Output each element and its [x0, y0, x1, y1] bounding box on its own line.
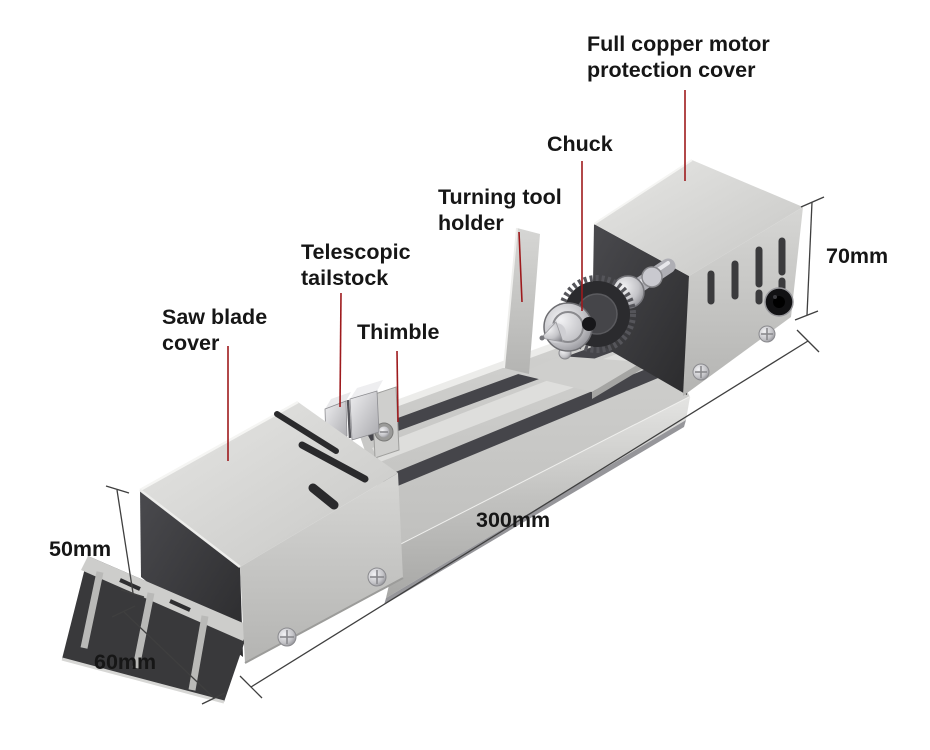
chuck	[539, 258, 676, 353]
extrusion-bottom-edge	[61, 657, 225, 704]
bed-front-face	[386, 397, 690, 598]
tailstock-gap	[346, 399, 352, 439]
tailstock-cube-small-top	[325, 392, 351, 409]
label-tool-holder-line2: holder	[438, 211, 504, 235]
label-saw-blade-cover: Saw blade cover	[162, 304, 267, 356]
label-thimble-line1: Thimble	[357, 320, 440, 344]
tool-holder-plate-edge	[503, 227, 518, 369]
thimble-bracket	[371, 386, 400, 459]
blade-slit	[308, 483, 339, 510]
cone-tip	[539, 335, 545, 341]
label-motor-cover-line1: Full copper motor	[587, 32, 770, 56]
label-tailstock-line1: Telescopic	[301, 240, 411, 264]
label-tool-holder-line1: Turning tool	[438, 185, 562, 209]
cover-screws	[277, 567, 387, 647]
tool-holder-base-plate	[518, 356, 642, 392]
cover-right-face	[240, 473, 403, 663]
label-saw-cover-line1: Saw blade	[162, 305, 268, 329]
saw-blade-cover	[61, 400, 404, 704]
power-jack	[764, 287, 794, 317]
chuck-key-hole	[582, 317, 596, 331]
label-saw-cover-line2: cover	[162, 331, 220, 355]
bed-extrusion-end	[61, 556, 250, 704]
extrusion-slot-mark	[169, 599, 191, 612]
blade-slit	[274, 411, 339, 454]
leader-thimble	[396, 350, 399, 423]
label-chuck-line1: Chuck	[547, 132, 613, 156]
bracket-plate	[371, 386, 400, 459]
label-telescopic-tailstock: Telescopic tailstock	[301, 239, 411, 291]
dim-300mm	[239, 329, 820, 699]
leader-tailstock	[339, 292, 342, 408]
drive-center-cone	[540, 321, 564, 343]
motor-top-face	[594, 160, 803, 276]
tool-holder-base-edge	[592, 362, 642, 399]
bed-bottom-shadow	[384, 420, 686, 605]
extrusion-end-dark	[62, 556, 250, 702]
saw-blade-slits	[274, 411, 369, 510]
spindle-nut	[641, 266, 663, 288]
dim-label-300mm: 300mm	[476, 508, 551, 532]
dim-label-50mm: 50mm	[49, 537, 112, 561]
tailstock-cube-large	[349, 390, 380, 441]
motor-right-face	[683, 207, 803, 396]
dim-60mm	[111, 605, 226, 705]
motor-screws	[692, 325, 776, 381]
extrusion-slot-mark	[119, 578, 141, 591]
motor-vents	[707, 237, 786, 305]
cover-top-face	[140, 402, 398, 567]
label-motor-cover-line2: protection cover	[587, 58, 756, 82]
leader-lines	[227, 90, 686, 461]
label-thimble: Thimble	[357, 319, 439, 345]
dim-label-60mm: 60mm	[94, 650, 157, 674]
label-turning-tool-holder: Turning tool holder	[438, 184, 562, 236]
blade-slit	[298, 441, 369, 483]
dim-label-70mm: 70mm	[826, 244, 889, 268]
leader-tool-holder	[518, 231, 523, 303]
dimension-lines	[105, 196, 825, 705]
label-motor-cover: Full copper motor protection cover	[587, 31, 770, 83]
dim-50mm	[105, 485, 145, 598]
tailstock-cube-large-top	[350, 380, 383, 399]
chuck-gear-teeth	[558, 275, 636, 353]
motor-top-edge-highlight	[593, 159, 693, 225]
cover-bottom-edge	[244, 577, 404, 664]
dim-70mm	[794, 196, 825, 321]
bed-slot-back	[365, 324, 661, 441]
label-tailstock-line2: tailstock	[301, 266, 389, 290]
label-chuck: Chuck	[547, 131, 613, 157]
cover-front-bend-highlight	[139, 489, 241, 568]
telescopic-tailstock	[324, 380, 383, 444]
cover-top-edge-highlight	[139, 400, 299, 492]
